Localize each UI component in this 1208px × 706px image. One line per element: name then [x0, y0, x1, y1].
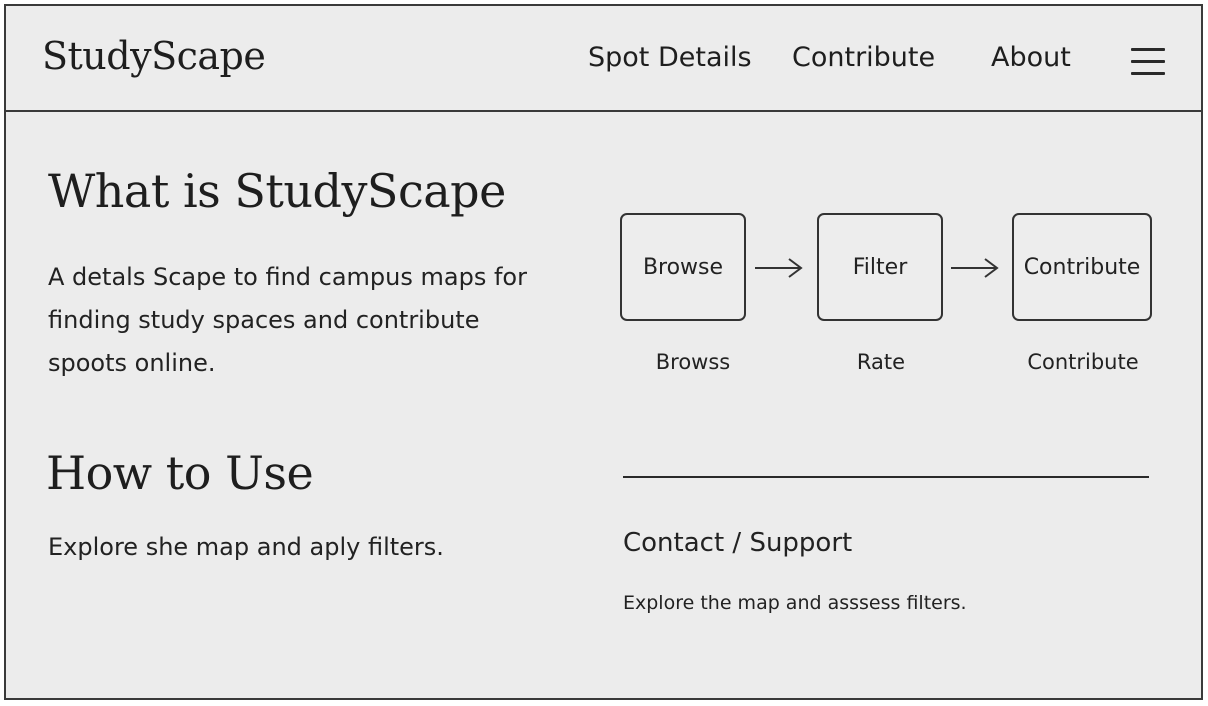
how-to-use-text: Explore she map and aply filters.	[48, 533, 444, 561]
flow-step-browse[interactable]: Browse	[620, 213, 746, 321]
flow-caption: Contribute	[1027, 350, 1139, 374]
nav-spot-details[interactable]: Spot Details	[588, 42, 752, 73]
flow-step-filter[interactable]: Filter	[817, 213, 943, 321]
page-frame: StudyScape Spot Details Contribute About…	[4, 4, 1203, 700]
nav-about[interactable]: About	[991, 42, 1071, 73]
nav-contribute[interactable]: Contribute	[792, 42, 936, 73]
how-to-use-title: How to Use	[46, 446, 314, 500]
arrow-right-icon	[755, 258, 803, 278]
header: StudyScape Spot Details Contribute About	[6, 6, 1201, 112]
flow-caption: Browss	[655, 350, 731, 374]
flow-step-contribute[interactable]: Contribute	[1012, 213, 1152, 321]
about-description: A detals Scape to find campus maps for f…	[48, 263, 527, 377]
flow-step-label: Browse	[642, 254, 724, 280]
contact-title: Contact / Support	[623, 528, 853, 558]
divider	[623, 476, 1149, 478]
brand-logo[interactable]: StudyScape	[42, 34, 266, 78]
hamburger-menu-icon[interactable]	[1131, 46, 1167, 78]
contact-text: Explore the map and asssess filters.	[623, 592, 967, 614]
flow-step-label: Contribute	[1023, 254, 1141, 280]
flow-caption: Rate	[856, 350, 906, 374]
about-title: What is StudyScape	[48, 164, 506, 218]
flow-step-label: Filter	[852, 254, 908, 280]
arrow-right-icon	[951, 258, 999, 278]
